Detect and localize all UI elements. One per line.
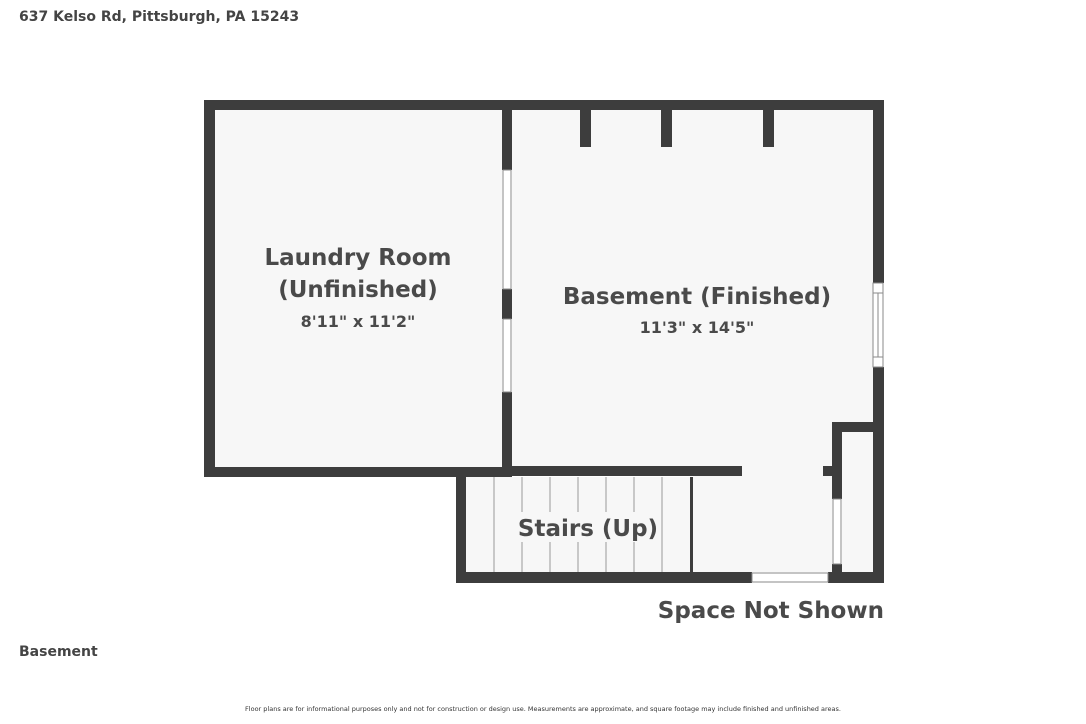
disclaimer: Floor plans are for informational purpos… [245,705,841,713]
wall-laundry-bottom [204,467,512,477]
basement-room-dimensions: 11'3" x 14'5" [640,318,755,337]
doorway-upper [502,169,512,290]
wall-closet-left-lower [832,564,842,572]
stairs-name: Stairs (Up) [518,516,658,542]
wall-divider-lower [502,392,512,477]
wall-closet-left-upper [832,432,842,499]
doorway-lower [502,318,512,393]
wall-basement-bottom [512,466,742,476]
wall-left [204,100,215,477]
laundry-room-name-line1: Laundry Room [264,245,451,271]
closet-floor [842,432,873,572]
pilaster-3 [763,110,774,147]
walls [204,100,884,583]
wall-closet-stub [823,466,832,476]
space-not-shown-note: Space Not Shown [658,598,884,624]
wall-top [204,100,884,110]
pilaster-2 [661,110,672,147]
closet-door [832,498,842,565]
bottom-door [751,572,829,583]
window-right-detail [873,292,883,358]
wall-stairs-left [456,477,466,583]
wall-bottom-right [828,572,884,583]
laundry-room-name-line2: (Unfinished) [278,277,438,303]
wall-divider-upper [502,110,512,170]
wall-divider-middle [502,289,512,319]
wall-right-lower [873,367,884,583]
wall-bottom-left [456,572,752,583]
laundry-room-floor [215,110,502,467]
wall-right-upper [873,100,884,283]
property-address: 637 Kelso Rd, Pittsburgh, PA 15243 [19,9,300,25]
laundry-room-dimensions: 8'11" x 11'2" [301,312,416,331]
basement-floor [512,110,873,572]
stairs-label-backdrop [520,512,656,542]
wall-stairs-right [690,477,693,572]
floor-label: Basement [19,644,98,660]
basement-room-name: Basement (Finished) [563,284,831,310]
wall-closet-top [832,422,873,432]
pilaster-1 [580,110,591,147]
